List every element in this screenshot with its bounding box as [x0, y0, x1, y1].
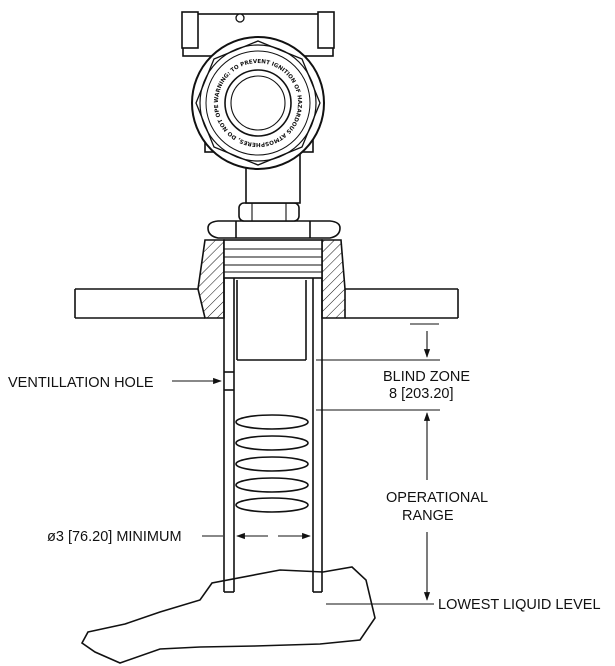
nipple	[238, 202, 300, 222]
diameter-label: ø3 [76.20] MINIMUM	[47, 529, 182, 545]
hex-nut	[207, 220, 341, 239]
sensor-stem	[236, 280, 307, 361]
threaded-boss	[223, 239, 323, 279]
tank-top	[74, 288, 459, 319]
operational-sub: RANGE	[402, 508, 454, 524]
ventillation-hole-label: VENTILLATION HOLE	[8, 375, 154, 391]
level-ovals	[235, 414, 309, 513]
stilling-well	[223, 278, 323, 593]
ventillation-hole	[224, 371, 234, 391]
housing: WARNING: TO PREVENT IGNITION OF HAZARDOU…	[0, 0, 335, 170]
blind-zone-value: 8 [203.20]	[389, 386, 454, 402]
liquid-surface	[80, 566, 376, 664]
lowest-level-label: LOWEST LIQUID LEVEL	[438, 597, 601, 613]
blind-zone-title: BLIND ZONE	[383, 369, 470, 385]
operational-title: OPERATIONAL	[386, 490, 488, 506]
